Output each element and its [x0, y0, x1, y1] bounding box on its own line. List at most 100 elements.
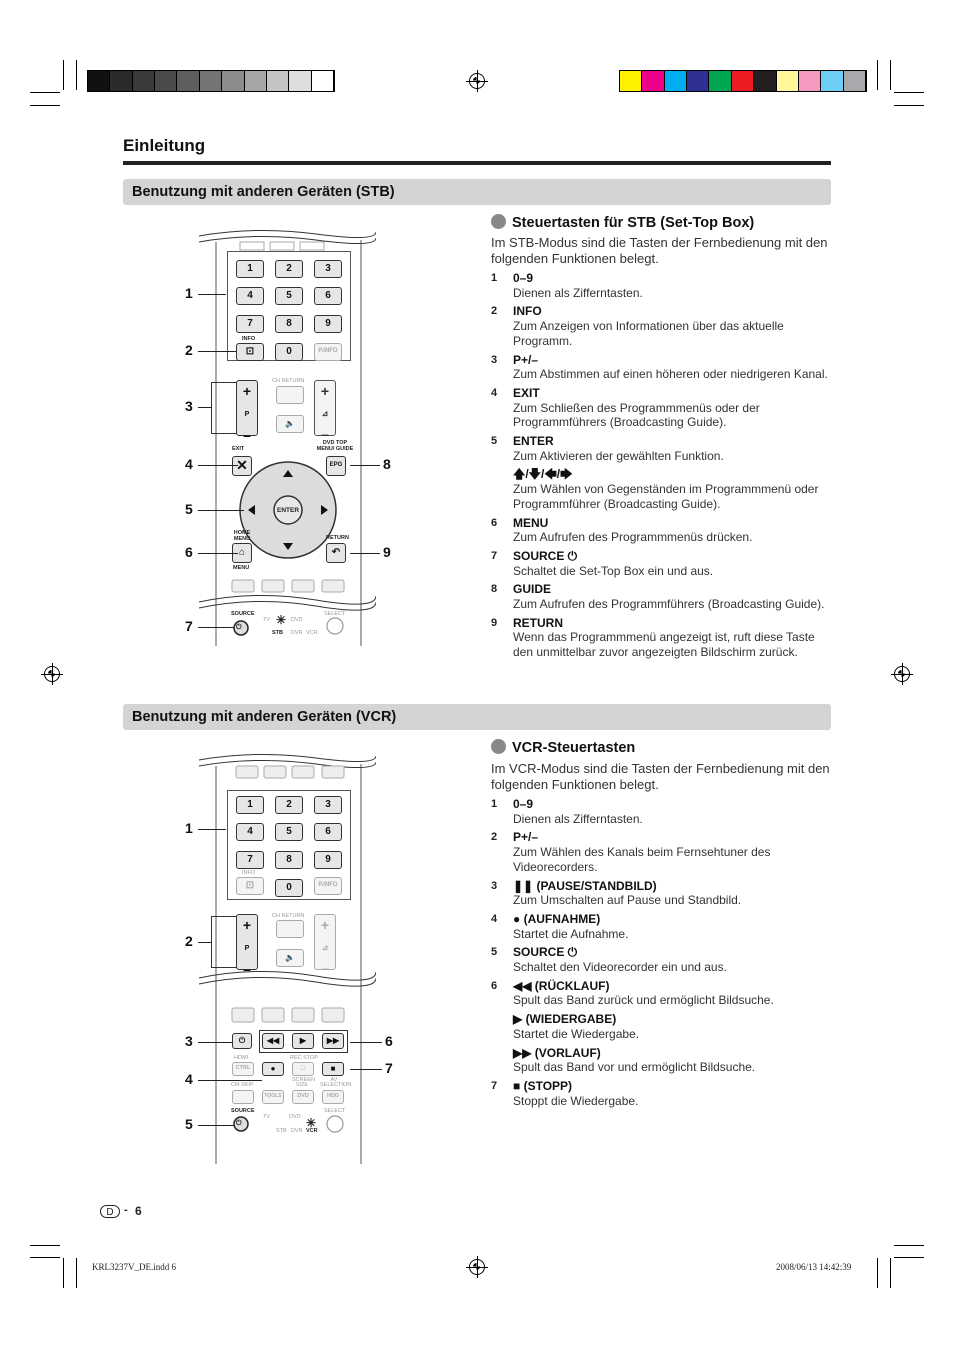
digit-button-3[interactable]: 3 [314, 260, 342, 278]
digit-button-3[interactable]: 3 [314, 796, 342, 814]
callout-line [198, 1042, 232, 1043]
transport-frame [259, 1030, 348, 1053]
item-description: Wenn das Programmmenü angezeigt ist, ruf… [513, 630, 815, 660]
color-swatch [155, 71, 178, 91]
pinfo-button[interactable]: P.INFO [314, 877, 342, 895]
channel-up-down-button[interactable]: +P– [236, 380, 258, 443]
tools-button[interactable]: TOOLS [262, 1090, 284, 1104]
list-item: 6◀◀ (RÜCKLAUF)Spult das Band zurück und … [491, 979, 836, 1008]
mute-button[interactable]: 🔈 [276, 949, 304, 967]
volume-button[interactable]: +⊿– [314, 380, 336, 442]
item-number: 3 [491, 353, 498, 366]
pinfo-button[interactable]: P.INFO [314, 343, 342, 361]
exit-button[interactable]: ✕ [232, 456, 252, 476]
item-title: MENU [513, 515, 549, 530]
vcr-intro: Im VCR-Modus sind die Tasten der Fernbed… [491, 761, 830, 792]
digit-keypad-frame [227, 790, 351, 900]
digit-button-6[interactable]: 6 [314, 287, 342, 305]
power-icon[interactable]: ⏻ [236, 1120, 242, 1127]
power-icon[interactable]: ⏻ [236, 624, 242, 631]
item-number: 1 [491, 798, 498, 810]
digit-button-2[interactable]: 2 [275, 796, 303, 814]
mode-indicator-icon: ✳ [306, 1116, 317, 1130]
digit-button-4[interactable]: 4 [236, 287, 264, 305]
item-description: Startet die Wiedergabe. [513, 1026, 640, 1041]
digit-button-1[interactable]: 1 [236, 796, 264, 814]
title-rule [123, 161, 831, 165]
epg-button[interactable]: EPG [326, 456, 346, 476]
enter-label[interactable]: ENTER [277, 507, 300, 514]
item-description: Dienen als Zifferntasten. [513, 285, 643, 300]
item-title: ▶ (WIEDERGABE) [513, 1012, 617, 1027]
tv-label: TV [263, 1114, 271, 1120]
section-title-vcr: Benutzung mit anderen Geräten (VCR) [123, 704, 831, 730]
stop-button[interactable]: ■ [322, 1062, 344, 1076]
digit-button-1[interactable]: 1 [236, 260, 264, 278]
pause-standby-button[interactable]: ⏻ [232, 1033, 252, 1049]
digit-button-9[interactable]: 9 [314, 851, 342, 869]
digit-button-7[interactable]: 7 [236, 851, 264, 869]
rec-stop-button[interactable]: □ [292, 1062, 314, 1076]
callout-number: 5 [185, 501, 193, 517]
ch-return-button[interactable] [276, 920, 304, 938]
hdd-button[interactable]: HDD [322, 1090, 344, 1104]
callout-line [198, 553, 238, 554]
color-swatch [709, 71, 732, 91]
callout-number: 7 [185, 618, 193, 634]
cm-skip-label: CM SKIP [231, 1082, 254, 1088]
rewind-button[interactable]: ◀◀ [262, 1033, 284, 1049]
callout-line [198, 407, 212, 408]
digit-button-0[interactable]: 0 [275, 343, 303, 361]
item-number: 5 [491, 435, 498, 448]
source-label: SOURCE [231, 611, 255, 617]
digit-button-8[interactable]: 8 [275, 851, 303, 869]
digit-button-5[interactable]: 5 [275, 287, 303, 305]
dvr-label: DVR [291, 630, 303, 636]
digit-button-4[interactable]: 4 [236, 823, 264, 841]
info-button[interactable]: ⊡ [236, 877, 264, 895]
stb-heading: Steuertasten für STB (Set-Top Box) [491, 214, 754, 231]
color-swatch [177, 71, 200, 91]
digit-button-2[interactable]: 2 [275, 260, 303, 278]
footer-timestamp: 2008/06/13 14:42:39 [776, 1262, 852, 1272]
list-item: ▶▶ (VORLAUF)Spult das Band vor und ermög… [491, 1046, 836, 1075]
digit-button-8[interactable]: 8 [275, 315, 303, 333]
return-button[interactable]: ↶ [326, 543, 346, 563]
callout-number: 1 [185, 285, 193, 301]
list-item: 7■ (STOPP)Stoppt die Wiedergabe. [491, 1079, 836, 1108]
digit-button-5[interactable]: 5 [275, 823, 303, 841]
return-label: RETURN [326, 535, 349, 541]
item-description: Stoppt die Wiedergabe. [513, 1093, 639, 1108]
remote-body-outline [198, 229, 376, 646]
hdmi-ctrl-button[interactable]: CTRL [232, 1062, 254, 1076]
mute-button[interactable]: 🔈 [276, 415, 304, 433]
color-swatch [311, 71, 334, 91]
stb-intro: Im STB-Modus sind die Tasten der Fernbed… [491, 235, 828, 266]
info-button[interactable]: ⊡ [236, 343, 264, 361]
play-button[interactable]: ▶ [292, 1033, 314, 1049]
digit-button-9[interactable]: 9 [314, 315, 342, 333]
item-description: Zum Schließen des Programmmenüs oder der… [513, 400, 760, 430]
list-item: ▶ (WIEDERGABE)Startet die Wiedergabe. [491, 1012, 836, 1041]
callout-line [198, 942, 212, 943]
volume-button[interactable]: +⊿– [314, 914, 336, 976]
fast-forward-button[interactable]: ▶▶ [322, 1033, 344, 1049]
rec-stop-label: REC STOP [290, 1055, 319, 1061]
page-number: 6 [135, 1204, 142, 1218]
channel-up-down-button[interactable]: +P– [236, 914, 258, 977]
digit-button-6[interactable]: 6 [314, 823, 342, 841]
dvd-button[interactable]: DVD [292, 1090, 314, 1104]
record-button[interactable]: ● [262, 1062, 284, 1076]
ch-return-button[interactable] [276, 386, 304, 404]
cm-skip-button[interactable] [232, 1090, 254, 1104]
digit-button-7[interactable]: 7 [236, 315, 264, 333]
item-number: 4 [491, 386, 498, 399]
source-label: SOURCE [231, 1108, 255, 1114]
item-description: Zum Umschalten auf Pause und Standbild. [513, 893, 742, 908]
digit-button-0[interactable]: 0 [275, 879, 303, 897]
